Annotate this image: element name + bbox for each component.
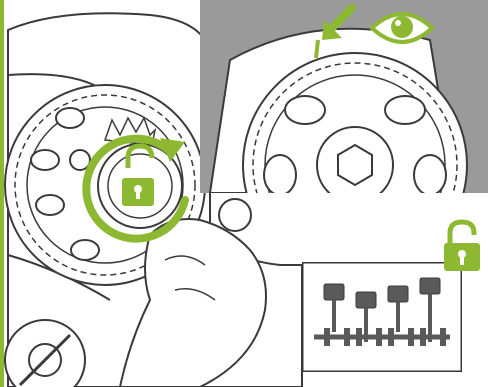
timing-mark-inset	[200, 0, 488, 193]
crankshaft-pistons-icon	[302, 262, 462, 372]
unlock-icon	[444, 219, 480, 271]
piston-diagram-inset	[302, 262, 462, 372]
accent-bar	[0, 0, 4, 387]
timing-mark-scene	[200, 0, 488, 193]
